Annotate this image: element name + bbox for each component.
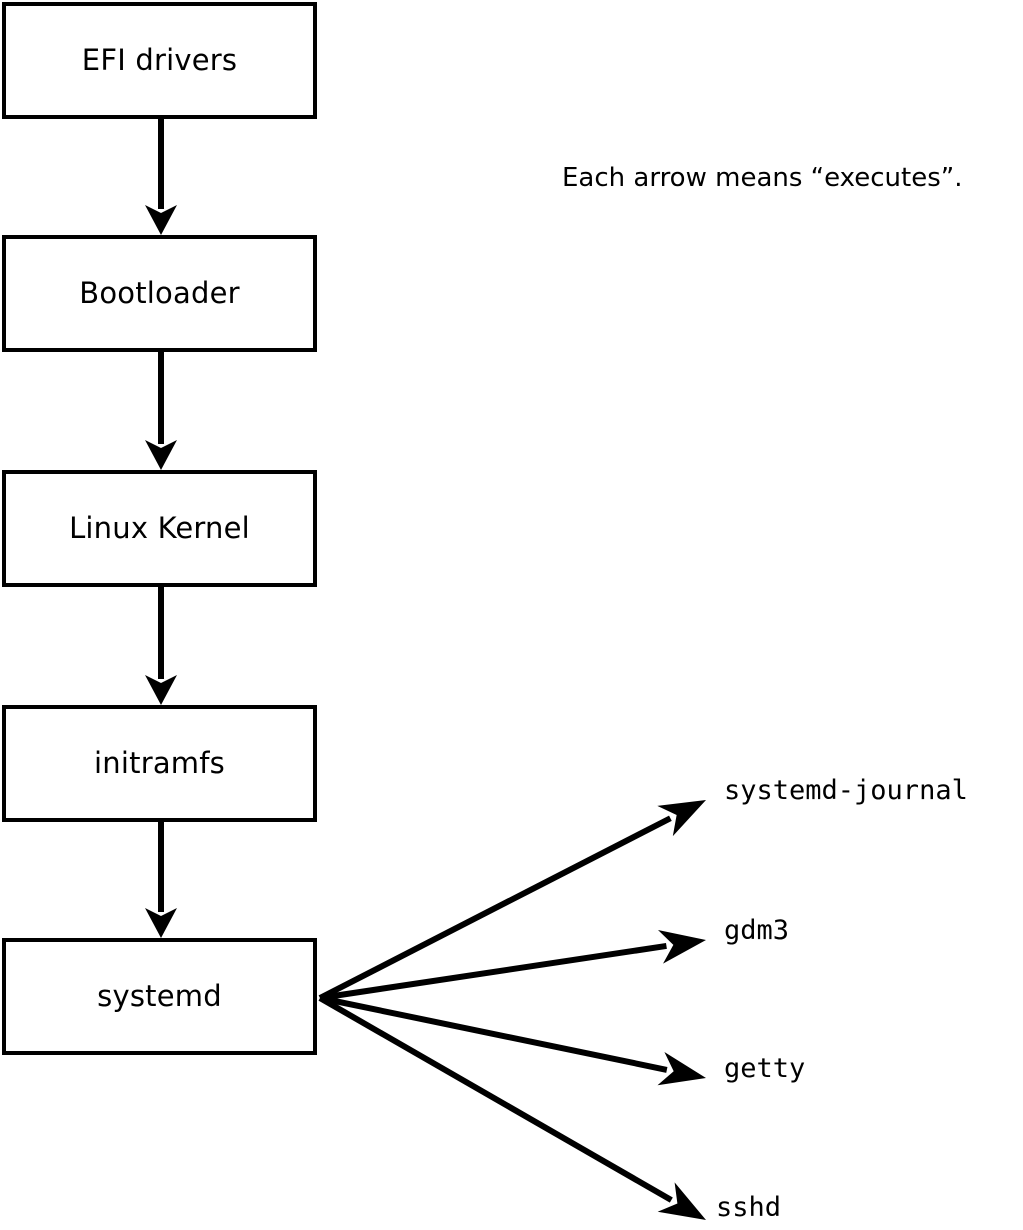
stage-label-initramfs: initramfs (94, 746, 225, 780)
service-label-sshd: sshd (716, 1192, 782, 1223)
stage-label-linux-kernel: Linux Kernel (69, 511, 250, 545)
fanout-head-gdm3 (657, 930, 706, 964)
arrow-head-bootloader-to-kernel (145, 440, 177, 470)
stage-label-systemd: systemd (97, 979, 222, 1013)
fanout-shaft-systemd-journal (318, 815, 672, 1001)
arrow-head-initramfs-to-systemd (145, 908, 177, 938)
stage-box-initramfs[interactable]: initramfs (2, 705, 317, 822)
service-label-gdm3: gdm3 (724, 915, 790, 946)
stage-box-bootloader[interactable]: Bootloader (2, 235, 317, 352)
fanout-head-getty (657, 1052, 706, 1086)
stage-box-linux-kernel[interactable]: Linux Kernel (2, 470, 317, 587)
vertical-arrow-group (145, 119, 177, 938)
arrow-head-kernel-to-initramfs (145, 675, 177, 705)
diagram-caption: Each arrow means “executes”. (562, 163, 963, 193)
fanout-shaft-gdm3 (319, 942, 667, 1001)
stage-label-efi-drivers: EFI drivers (81, 43, 238, 77)
fanout-head-sshd (657, 1182, 706, 1220)
service-label-getty: getty (724, 1053, 806, 1084)
service-label-systemd-journal: systemd-journal (724, 775, 968, 806)
fanout-head-systemd-journal (657, 800, 706, 837)
stage-box-efi-drivers[interactable]: EFI drivers (2, 2, 317, 119)
arrow-head-efi-to-bootloader (145, 205, 177, 235)
fanout-arrow-group (318, 800, 706, 1220)
stage-box-systemd[interactable]: systemd (2, 938, 317, 1055)
stage-label-bootloader: Bootloader (79, 276, 240, 310)
fanout-shaft-getty (319, 995, 668, 1073)
fanout-shaft-sshd (318, 995, 673, 1203)
